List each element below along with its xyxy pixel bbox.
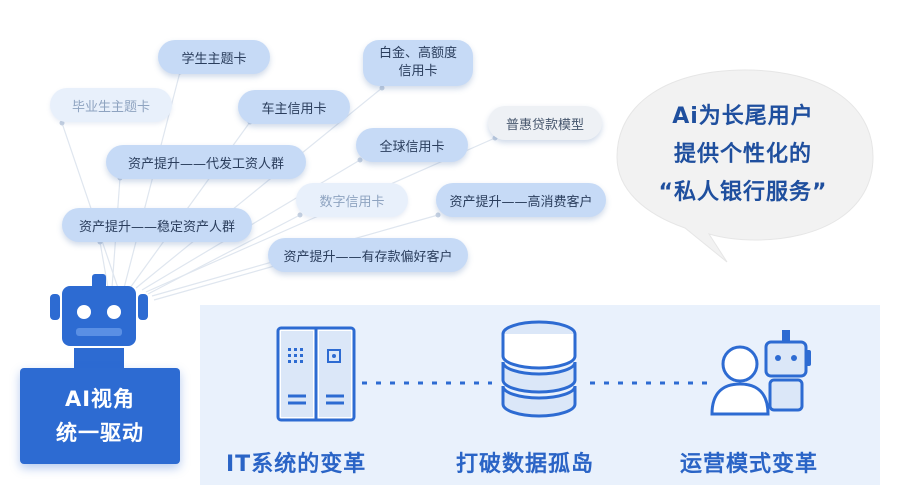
tag-high-consumption: 资产提升——高消费客户: [436, 183, 606, 217]
bubble-line-2: 提供个性化的: [673, 142, 812, 167]
step-label-it-system: IT系统的变革: [226, 452, 367, 477]
tag-label: 资产提升——代发工资人群: [127, 156, 284, 172]
tag-student-card: 学生主题卡: [158, 40, 270, 74]
robot-icon: [50, 274, 148, 368]
tag-digital-card: 数字信用卡: [296, 183, 408, 217]
speech-bubble-text: Ai为长尾用户 提供个性化的 “私人银行服务”: [628, 98, 858, 212]
tag-label: 毕业生主题卡: [71, 99, 150, 115]
bubble-line-3: “私人银行服务”: [658, 180, 828, 205]
ai-unified-drive-box: AI视角 统一驱动: [20, 368, 180, 464]
tag-label: 资产提升——稳定资产人群: [78, 219, 235, 235]
tag-label: 数字信用卡: [319, 194, 385, 210]
tag-label: 资产提升——高消费客户: [449, 194, 593, 210]
tag-car-owner-card: 车主信用卡: [238, 90, 350, 124]
tag-label: 学生主题卡: [181, 51, 247, 67]
bubble-line-1: Ai为长尾用户: [672, 104, 814, 129]
tag-deposit-preference: 资产提升——有存款偏好客户: [268, 238, 468, 272]
tag-graduate-card: 毕业生主题卡: [50, 88, 172, 122]
tag-label-line2: 信用卡: [398, 64, 438, 79]
step-label-operation-mode: 运营模式变革: [680, 452, 819, 477]
person-robot-icon: [710, 330, 811, 416]
tag-platinum-card: 白金、高额度 信用卡: [363, 40, 473, 86]
tag-global-card: 全球信用卡: [356, 128, 468, 162]
tag-label: 资产提升——有存款偏好客户: [283, 249, 453, 265]
tag-inclusive-loan: 普惠贷款模型: [488, 106, 602, 140]
tag-label: 全球信用卡: [379, 139, 445, 155]
dashed-connector: [590, 381, 710, 385]
speech-bubble: [616, 69, 874, 263]
ai-box-line-1: AI视角: [64, 387, 136, 411]
ai-box-line-2: 统一驱动: [56, 421, 144, 445]
tag-label: 车主信用卡: [261, 101, 327, 117]
tag-label-line1: 白金、高额度: [378, 46, 457, 61]
dashed-connector: [362, 381, 492, 385]
database-icon: [501, 320, 577, 418]
server-cabinet-icon: [276, 326, 356, 422]
tag-migrant-workers: 资产提升——代发工资人群: [106, 145, 306, 179]
step-label-data-silo: 打破数据孤岛: [456, 452, 595, 477]
tag-stable-assets: 资产提升——稳定资产人群: [62, 208, 252, 242]
tag-label: 普惠贷款模型: [505, 117, 584, 133]
